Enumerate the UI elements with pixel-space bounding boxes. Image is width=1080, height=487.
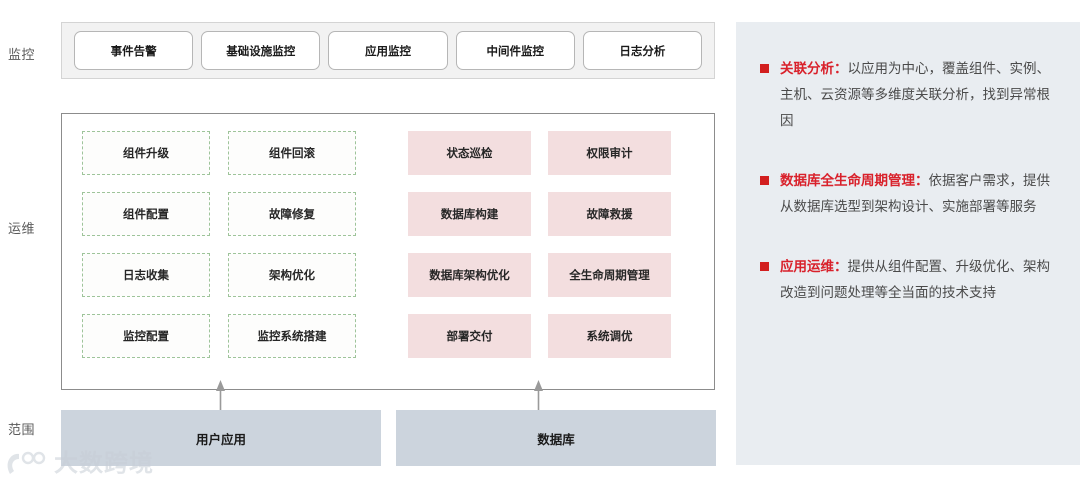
ops-cell-database-build[interactable]: 数据库构建 xyxy=(408,192,531,236)
bullet-text: 依据客户需求，提供从数据库选型到架构设计、实施部署等服务 xyxy=(780,173,1050,214)
ops-cell-fault-repair[interactable]: 故障修复 xyxy=(228,192,356,236)
square-bullet-icon xyxy=(760,64,769,73)
architecture-diagram: 监控 运维 范围 事件告警 基础设施监控 应用监控 中间件监控 日志分析 组件升… xyxy=(7,22,716,476)
bullet-body: 应用运维：提供从组件配置、升级优化、架构改造到问题处理等全当面的技术支持 xyxy=(780,254,1054,306)
ops-cell-status-inspection[interactable]: 状态巡检 xyxy=(408,131,531,175)
row-label-scope: 范围 xyxy=(8,422,36,437)
ops-cell-log-collection[interactable]: 日志收集 xyxy=(82,253,210,297)
arrow-up-icon-user-application xyxy=(216,380,225,412)
ops-cell-monitoring-config[interactable]: 监控配置 xyxy=(82,314,210,358)
bullet-text: 以应用为中心，覆盖组件、实例、主机、云资源等多维度关联分析，找到异常根因 xyxy=(780,61,1050,128)
monitor-chip-infrastructure[interactable]: 基础设施监控 xyxy=(201,31,321,70)
grid-gap xyxy=(356,192,408,236)
ops-cell-deployment-delivery[interactable]: 部署交付 xyxy=(408,314,531,358)
monitor-chip-event-alert[interactable]: 事件告警 xyxy=(74,31,194,70)
grid-gap xyxy=(531,131,548,175)
grid-gap xyxy=(210,192,228,236)
bullet-term: 应用运维： xyxy=(780,259,848,274)
bullet-text: 提供从组件配置、升级优化、架构改造到问题处理等全当面的技术支持 xyxy=(780,259,1050,300)
scope-box-database[interactable]: 数据库 xyxy=(396,410,716,466)
row-label-monitoring: 监控 xyxy=(8,47,36,62)
ops-cell-component-config[interactable]: 组件配置 xyxy=(82,192,210,236)
monitor-chip-log-analysis[interactable]: 日志分析 xyxy=(582,31,703,70)
grid-gap xyxy=(210,253,228,297)
square-bullet-icon xyxy=(760,176,769,185)
grid-gap xyxy=(531,314,548,358)
bullet-item-application-ops: 应用运维：提供从组件配置、升级优化、架构改造到问题处理等全当面的技术支持 xyxy=(760,254,1054,306)
grid-gap xyxy=(356,253,408,297)
ops-cell-component-rollback[interactable]: 组件回滚 xyxy=(228,131,356,175)
ops-cell-fault-rescue[interactable]: 故障救援 xyxy=(548,192,671,236)
grid-gap xyxy=(210,131,228,175)
grid-gap xyxy=(531,253,548,297)
square-bullet-icon xyxy=(760,262,769,271)
grid-gap xyxy=(356,314,408,358)
monitor-chip-middleware[interactable]: 中间件监控 xyxy=(455,31,575,70)
monitoring-band: 事件告警 基础设施监控 应用监控 中间件监控 日志分析 xyxy=(61,22,715,79)
ops-cell-system-tuning[interactable]: 系统调优 xyxy=(548,314,671,358)
bullet-term: 关联分析： xyxy=(780,61,848,76)
watermark-logo-icon xyxy=(7,451,46,474)
grid-gap xyxy=(356,131,408,175)
bullet-term: 数据库全生命周期管理： xyxy=(780,173,929,188)
grid-gap xyxy=(210,314,228,358)
ops-cell-full-lifecycle-management[interactable]: 全生命周期管理 xyxy=(548,253,671,297)
ops-cell-component-upgrade[interactable]: 组件升级 xyxy=(82,131,210,175)
operations-container: 组件升级 组件回滚 状态巡检 权限审计 组件配置 故障修复 数据库构建 故障救援… xyxy=(61,113,715,390)
monitor-chip-application[interactable]: 应用监控 xyxy=(328,31,448,70)
ops-cell-database-architecture-optimization[interactable]: 数据库架构优化 xyxy=(408,253,531,297)
arrow-up-icon-database xyxy=(534,380,543,412)
ops-cell-monitoring-system-setup[interactable]: 监控系统搭建 xyxy=(228,314,356,358)
row-label-operations: 运维 xyxy=(8,221,36,236)
bullet-body: 关联分析：以应用为中心，覆盖组件、实例、主机、云资源等多维度关联分析，找到异常根… xyxy=(780,56,1054,134)
scope-box-user-application[interactable]: 用户应用 xyxy=(61,410,381,466)
bullet-item-database-lifecycle: 数据库全生命周期管理：依据客户需求，提供从数据库选型到架构设计、实施部署等服务 xyxy=(760,168,1054,220)
operations-grid: 组件升级 组件回滚 状态巡检 权限审计 组件配置 故障修复 数据库构建 故障救援… xyxy=(82,131,696,358)
grid-gap xyxy=(531,192,548,236)
ops-cell-permission-audit[interactable]: 权限审计 xyxy=(548,131,671,175)
bullet-item-correlation-analysis: 关联分析：以应用为中心，覆盖组件、实例、主机、云资源等多维度关联分析，找到异常根… xyxy=(760,56,1054,134)
ops-cell-architecture-optimization[interactable]: 架构优化 xyxy=(228,253,356,297)
bullet-body: 数据库全生命周期管理：依据客户需求，提供从数据库选型到架构设计、实施部署等服务 xyxy=(780,168,1054,220)
description-panel: 关联分析：以应用为中心，覆盖组件、实例、主机、云资源等多维度关联分析，找到异常根… xyxy=(736,22,1080,465)
